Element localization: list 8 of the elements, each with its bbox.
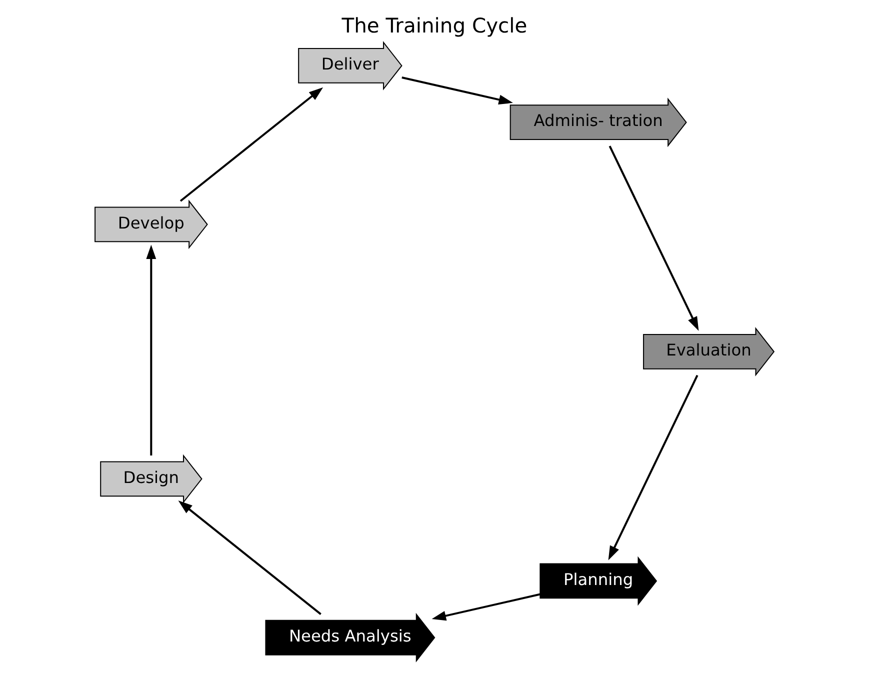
arrow bbox=[608, 374, 698, 560]
diagram-title: The Training Cycle bbox=[342, 13, 528, 38]
arrow bbox=[178, 500, 322, 615]
arrow bbox=[146, 244, 156, 456]
arrow bbox=[180, 87, 324, 202]
arrow bbox=[608, 146, 699, 331]
arrow bbox=[402, 76, 513, 105]
arrow bbox=[432, 593, 540, 621]
